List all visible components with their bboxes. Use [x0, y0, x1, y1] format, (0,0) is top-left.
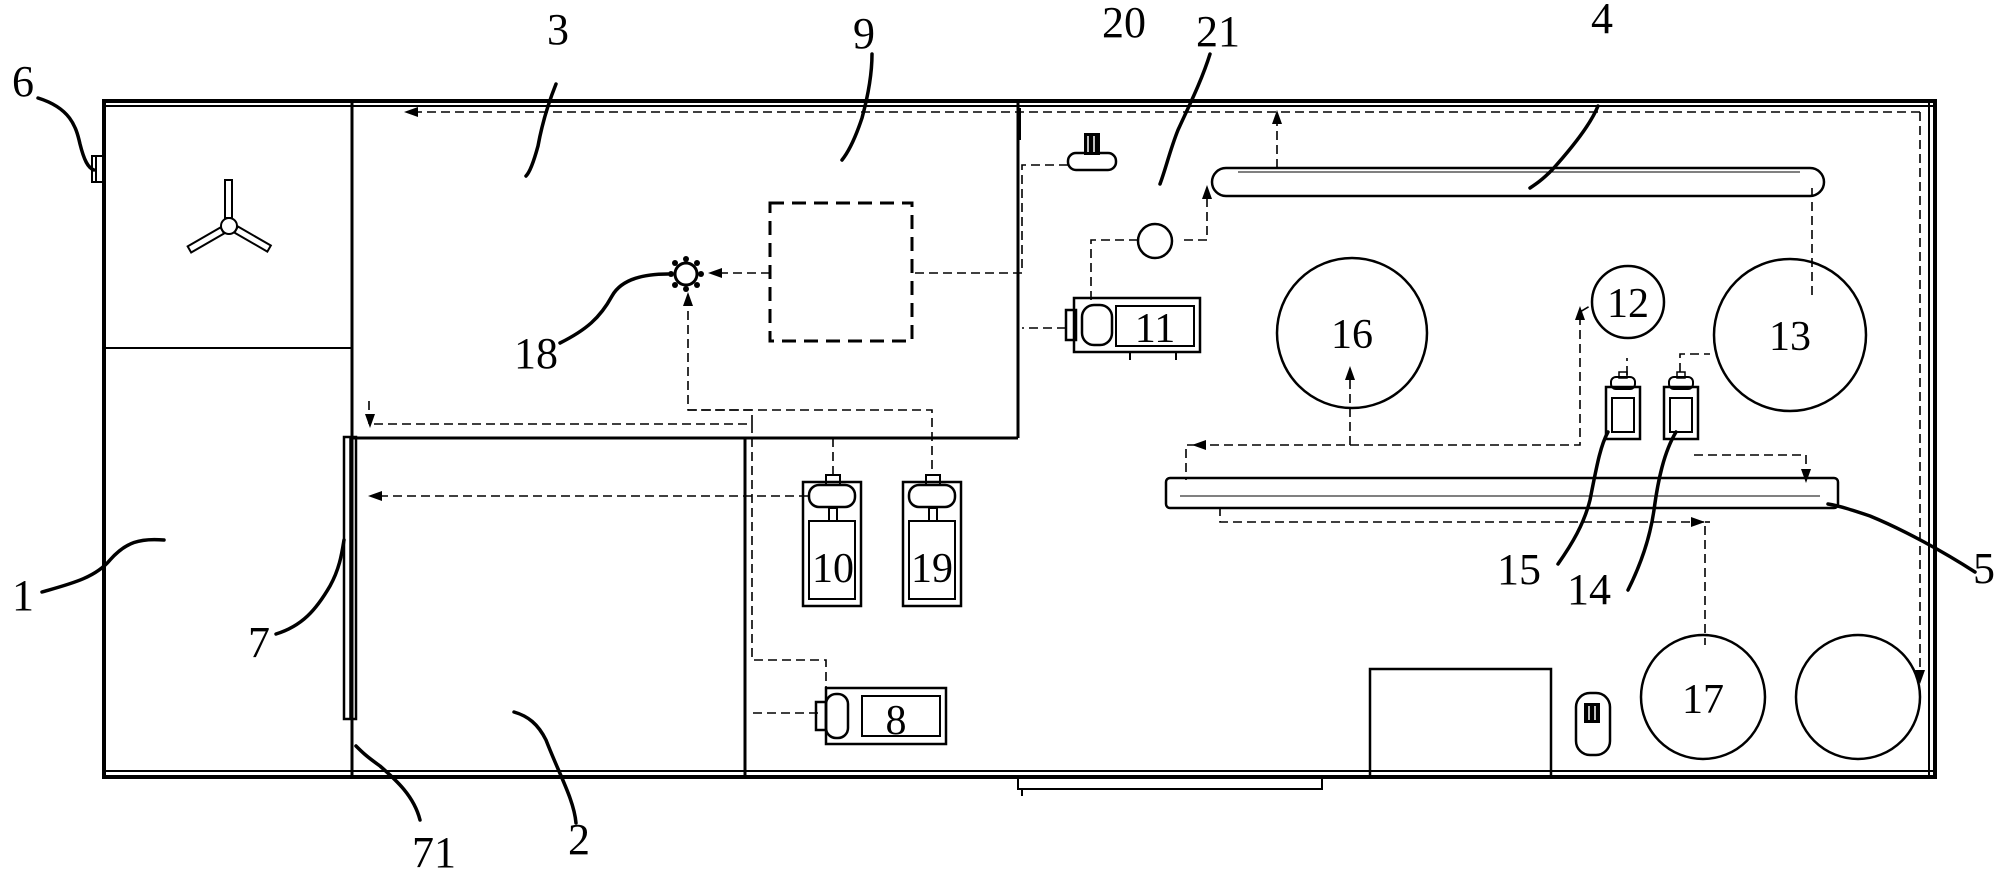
- tank-17-label: 17: [1682, 677, 1724, 723]
- fan-icon: [186, 179, 273, 254]
- label-5: 5: [1973, 544, 1995, 593]
- pump-unit-11: 11: [1064, 296, 1202, 360]
- vertical-pump-10: 10: [801, 474, 863, 608]
- label-18: 18: [514, 329, 558, 378]
- tank-13-label: 13: [1769, 314, 1811, 360]
- flow-arrows: [365, 107, 1925, 684]
- bottom-door: [1017, 776, 1323, 796]
- small-pump-15: [1604, 371, 1642, 441]
- pipe-network: [368, 111, 1921, 714]
- tank-17: 17: [1639, 633, 1767, 761]
- partition-walls: [104, 101, 1021, 777]
- pump-unit-11-label: 11: [1135, 306, 1175, 352]
- label-15: 15: [1497, 545, 1541, 594]
- label-21: 21: [1196, 7, 1240, 56]
- label-2: 2: [568, 815, 590, 864]
- panel-7: [342, 435, 358, 721]
- label-20: 20: [1102, 0, 1146, 47]
- label-6: 6: [12, 57, 34, 106]
- vertical-pump-19-label: 19: [911, 546, 953, 592]
- bar-5: [1164, 476, 1840, 510]
- pump-unit-8-label: 8: [886, 698, 907, 744]
- device-20: [1066, 133, 1118, 172]
- cabinet-box: [1368, 667, 1553, 779]
- small-pump-14: [1662, 371, 1700, 441]
- label-14: 14: [1567, 565, 1611, 614]
- device-21: [1136, 222, 1174, 260]
- tank-12-label: 12: [1607, 281, 1649, 327]
- tank-13: 13: [1712, 257, 1868, 413]
- tube-4: [1210, 166, 1826, 198]
- vertical-pump-19: 19: [901, 474, 963, 608]
- label-7: 7: [248, 618, 270, 667]
- leader-lines: [36, 52, 1977, 825]
- tank-16: 16: [1275, 256, 1429, 410]
- unit-9-dashed-box: [768, 201, 914, 343]
- label-4: 4: [1591, 0, 1613, 43]
- label-3: 3: [547, 5, 569, 54]
- label-71: 71: [412, 828, 456, 877]
- reference-labels: 6 1 3 9 20 21 4 18 7 71 2 5 15 14: [12, 0, 1995, 877]
- valve-18-icon: [668, 256, 704, 292]
- pump-unit-8: 8: [814, 686, 948, 746]
- vertical-pump-10-label: 10: [812, 546, 854, 592]
- tank-12: 12: [1590, 264, 1666, 340]
- tank-16-label: 16: [1331, 312, 1373, 358]
- tank-bottom-right: [1794, 633, 1922, 761]
- label-1: 1: [12, 571, 34, 620]
- label-9: 9: [853, 9, 875, 58]
- small-device-bottom: [1574, 691, 1612, 757]
